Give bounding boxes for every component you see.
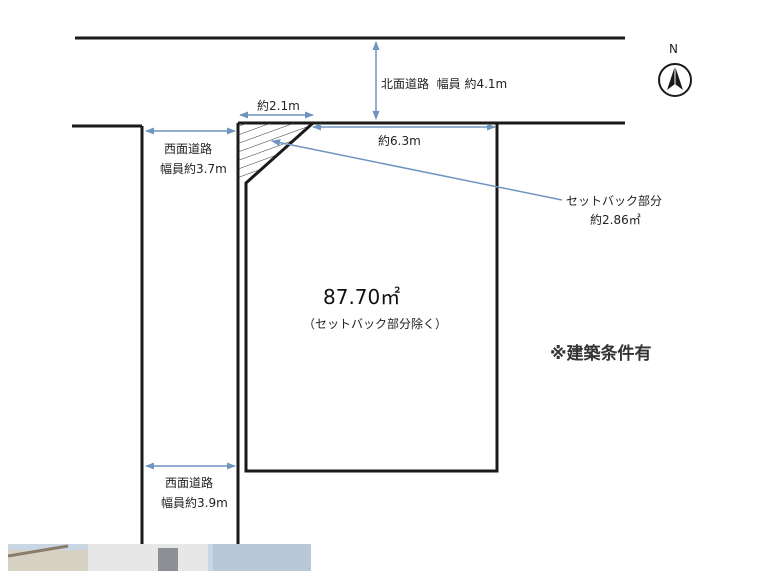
property-photo <box>8 544 311 571</box>
lot-area: 87.70㎡ <box>323 285 401 309</box>
lot-area-note: （セットバック部分除く） <box>303 317 448 331</box>
setback-title: セットバック部分 <box>566 194 663 208</box>
setback-area-value: 約2.86㎡ <box>590 213 641 227</box>
north-road-label: 北面道路 幅員 約4.1m <box>381 78 507 90</box>
west-road-lower-name: 西面道路 <box>165 476 214 490</box>
photo-placeholder <box>8 544 311 571</box>
frontage-label: 約6.3m <box>378 134 421 148</box>
corner-cut-label: 約2.1m <box>257 99 300 113</box>
west-road-lower-width: 幅員約3.9m <box>161 496 228 510</box>
west-road-upper-name: 西面道路 <box>164 142 213 156</box>
west-road-upper-width: 幅員約3.7m <box>160 162 227 176</box>
setback-area <box>238 123 313 182</box>
north-road-width: 幅員 約4.1m <box>436 77 508 91</box>
building-condition: ※建築条件有 <box>550 344 652 364</box>
north-road-name: 北面道路 <box>381 77 430 91</box>
setback-leader <box>271 139 563 201</box>
north-label: N <box>669 42 678 56</box>
lot-boundary <box>244 121 499 473</box>
